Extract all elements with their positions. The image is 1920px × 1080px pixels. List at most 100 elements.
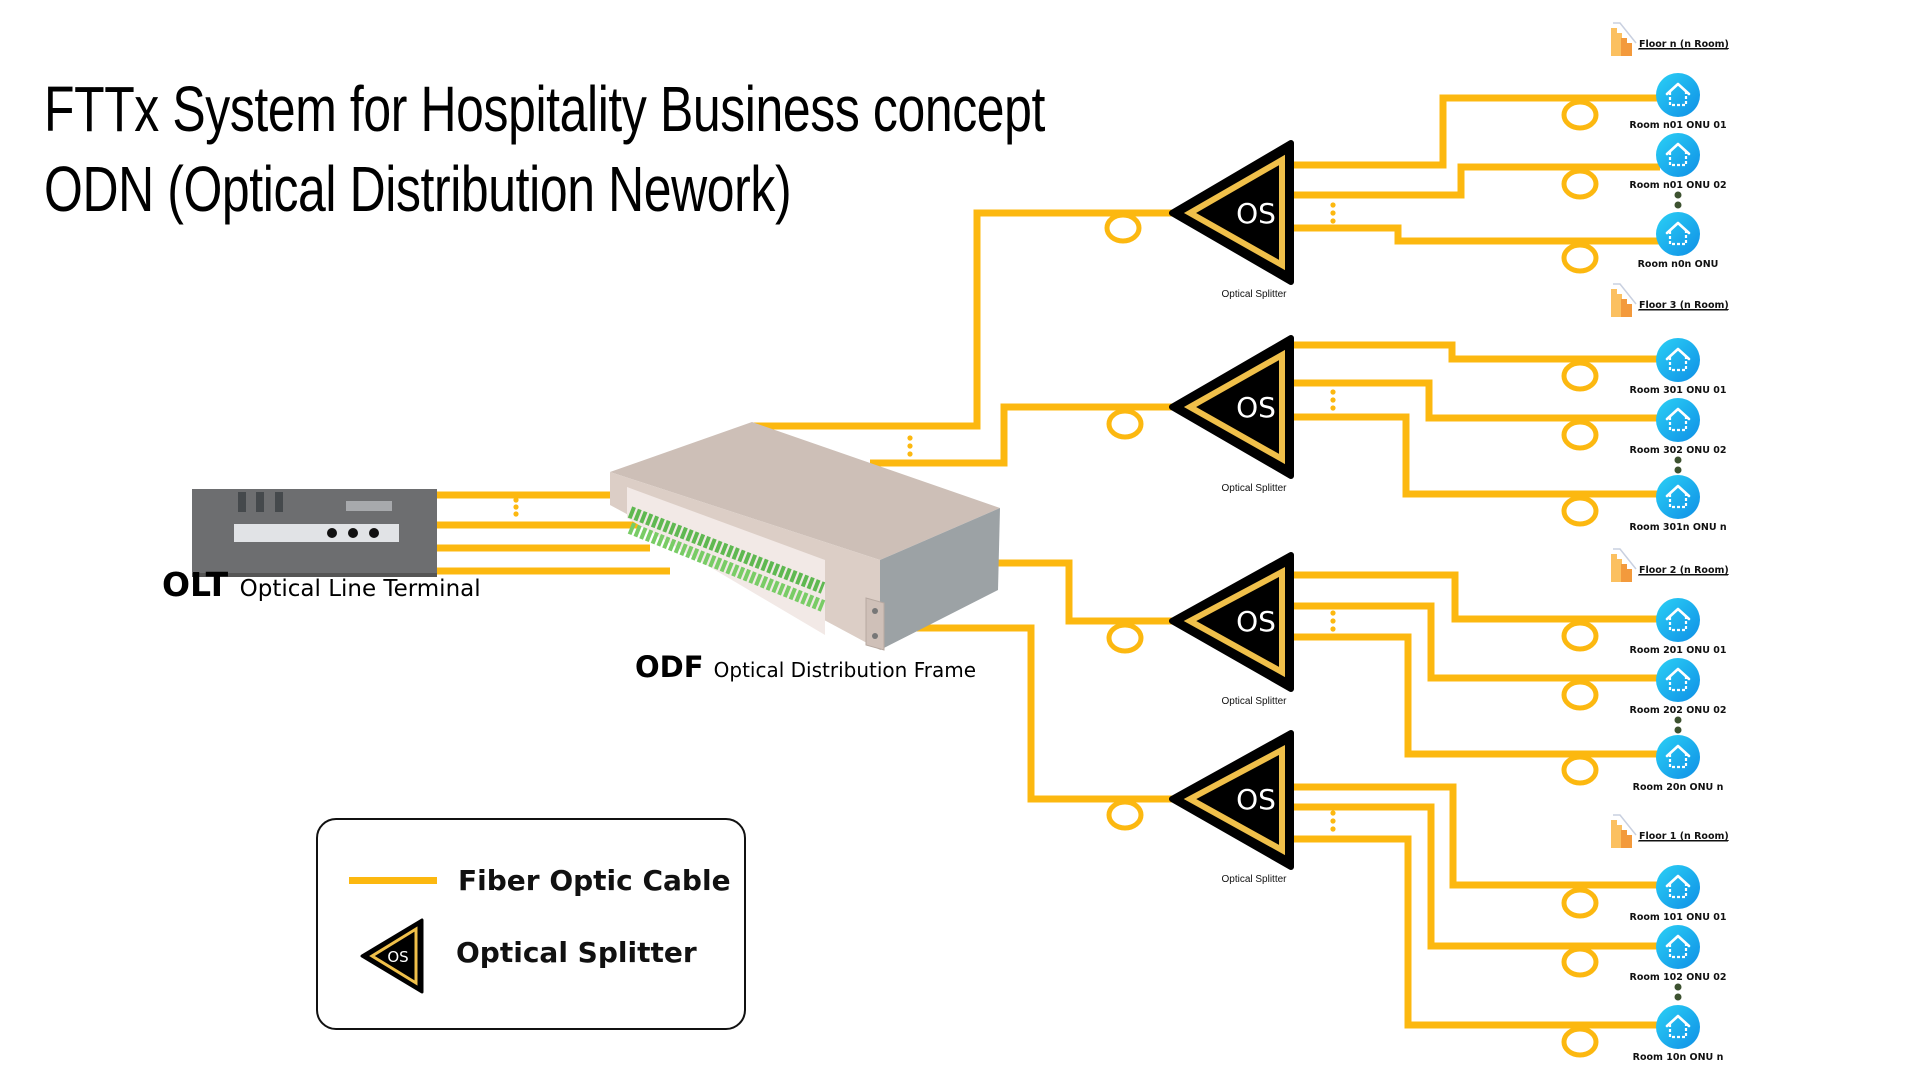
onu-house-icon (1656, 865, 1700, 909)
feeder-cable-splitter-2 (870, 403, 1172, 467)
onu-room: Room 301n ONU n (1629, 475, 1727, 533)
floor-group: Floor 3 (n Room) Room 301 ONU 01 Room 302 … (1611, 283, 1729, 533)
drop-cable-loops (1561, 99, 1599, 1058)
legend-optical-splitter-label: Optical Splitter (456, 936, 697, 969)
odf-abbr: ODF (635, 650, 704, 684)
more-rooms-ellipsis-icon (1674, 716, 1682, 734)
feeder-cable-splitter-4 (890, 624, 1172, 803)
onu-room: Room n0n ONU (1638, 212, 1719, 270)
floor-label: Floor 3 (n Room) (1639, 300, 1729, 311)
onu-house-icon (1656, 338, 1700, 382)
optical-splitter-icon (1169, 140, 1294, 285)
onu-house-icon (1656, 475, 1700, 519)
onu-house-icon (1656, 212, 1700, 256)
floor-label: Floor 1 (n Room) (1639, 831, 1729, 842)
optical-splitter-icon (1169, 730, 1294, 870)
onu-label: Room 301n ONU n (1629, 522, 1727, 533)
legend-splitter-abbr: OS (387, 948, 408, 966)
cable-slack-loop (1106, 622, 1144, 654)
onu-label: Room 101 ONU 01 (1630, 912, 1727, 923)
onu-house-icon (1656, 398, 1700, 442)
stairs-icon (1611, 814, 1637, 848)
odf-label: ODF Optical Distribution Frame (635, 650, 976, 684)
fiber-cable-line-icon (349, 877, 437, 884)
feeder-cable-splitter-3 (990, 559, 1172, 625)
onu-room: Room 302 ONU 02 (1630, 398, 1727, 456)
splitter-border (1183, 745, 1285, 856)
optical-splitter: OS Optical Splitter (1169, 552, 1294, 707)
onu-label: Room 10n ONU n (1633, 1052, 1724, 1063)
onu-label: Room n0n ONU (1638, 259, 1719, 270)
olt-odf-cables (437, 491, 670, 575)
legend-fiber-cable-label: Fiber Optic Cable (458, 864, 731, 897)
onu-room: Room 102 ONU 02 (1630, 925, 1727, 983)
cable-slack-loop (1104, 212, 1142, 244)
onu-house-icon (1656, 598, 1700, 642)
diagram-subtitle: ODN (Optical Distribution Nework) (44, 153, 792, 225)
stairs-icon (1611, 283, 1637, 317)
splitter-abbr: OS (1236, 197, 1276, 230)
optical-splitter: OS Optical Splitter (1169, 140, 1294, 300)
splitter-abbr: OS (1236, 783, 1276, 816)
onu-house-icon (1656, 735, 1700, 779)
onu-label: Room n01 ONU 02 (1629, 180, 1726, 191)
feeder-cable-splitter-1 (752, 209, 1172, 430)
onu-house-icon (1656, 73, 1700, 117)
splitter-border (1183, 349, 1285, 465)
splitter-label: Optical Splitter (1221, 696, 1287, 707)
splitter-abbr: OS (1236, 605, 1276, 638)
onu-room: Room n01 ONU 02 (1629, 133, 1727, 191)
olt-abbr: OLT (162, 565, 229, 604)
onu-label: Room 202 ONU 02 (1630, 705, 1727, 716)
onu-room: Room 201 ONU 01 (1630, 598, 1727, 656)
onu-house-icon (1656, 1005, 1700, 1049)
splitter-label: Optical Splitter (1221, 289, 1287, 300)
floor-group: Floor 2 (n Room) Room 201 ONU 01 Room 202 … (1611, 548, 1729, 793)
floor-group: Floor 1 (n Room) Room 101 ONU 01 Room 102 … (1611, 814, 1729, 1063)
cable-slack-loop (1106, 408, 1144, 440)
onu-room: Room n01 ONU 01 (1629, 73, 1727, 131)
more-rooms-ellipsis-icon (1674, 191, 1682, 209)
splitter-border (1183, 567, 1285, 678)
diagram-title: FTTx System for Hospitality Business con… (44, 73, 1045, 145)
floor-label: Floor n (n Room) (1639, 39, 1729, 50)
optical-splitter: OS Optical Splitter (1169, 730, 1294, 885)
splitter-label: Optical Splitter (1221, 874, 1287, 885)
legend: Fiber Optic Cable OS Optical Splitter (316, 818, 746, 1030)
onu-label: Room 102 ONU 02 (1630, 972, 1727, 983)
onu-label: Room 301 ONU 01 (1630, 385, 1727, 396)
feeder-cables (752, 209, 1172, 831)
drop-cables (1290, 94, 1660, 1029)
optical-splitter-icon (1169, 335, 1294, 479)
floor-group: Floor n (n Room) Room n01 ONU 01 Room n01 … (1611, 22, 1729, 270)
more-cables-ellipsis-icon (907, 435, 913, 457)
onu-room: Room 20n ONU n (1633, 735, 1724, 793)
stairs-icon (1611, 548, 1637, 582)
onu-house-icon (1656, 925, 1700, 969)
stairs-icon (1611, 22, 1637, 56)
odf-device-icon (610, 422, 1000, 651)
odf-name: Optical Distribution Frame (713, 658, 977, 682)
optical-splitter-icon: OS (360, 918, 424, 994)
more-rooms-ellipsis-icon (1674, 456, 1682, 474)
onu-house-icon (1656, 133, 1700, 177)
onu-room: Room 301 ONU 01 (1630, 338, 1727, 396)
floor-label: Floor 2 (n Room) (1639, 565, 1729, 576)
optical-splitter-icon (1169, 552, 1294, 692)
onu-label: Room 20n ONU n (1633, 782, 1724, 793)
olt-device-icon (192, 489, 437, 577)
onu-label: Room 201 ONU 01 (1630, 645, 1727, 656)
onu-room: Room 10n ONU n (1633, 1005, 1724, 1063)
onu-house-icon (1656, 658, 1700, 702)
onu-room: Room 101 ONU 01 (1630, 865, 1727, 923)
onu-room: Room 202 ONU 02 (1630, 658, 1727, 716)
olt-name: Optical Line Terminal (239, 576, 481, 602)
splitter-label: Optical Splitter (1221, 483, 1287, 494)
onu-label: Room n01 ONU 01 (1629, 120, 1726, 131)
splitter-border (1183, 154, 1285, 271)
olt-label: OLT Optical Line Terminal (162, 565, 481, 604)
onu-label: Room 302 ONU 02 (1630, 445, 1727, 456)
odf-ports (627, 506, 826, 612)
more-rooms-ellipsis-icon (1674, 983, 1682, 1001)
